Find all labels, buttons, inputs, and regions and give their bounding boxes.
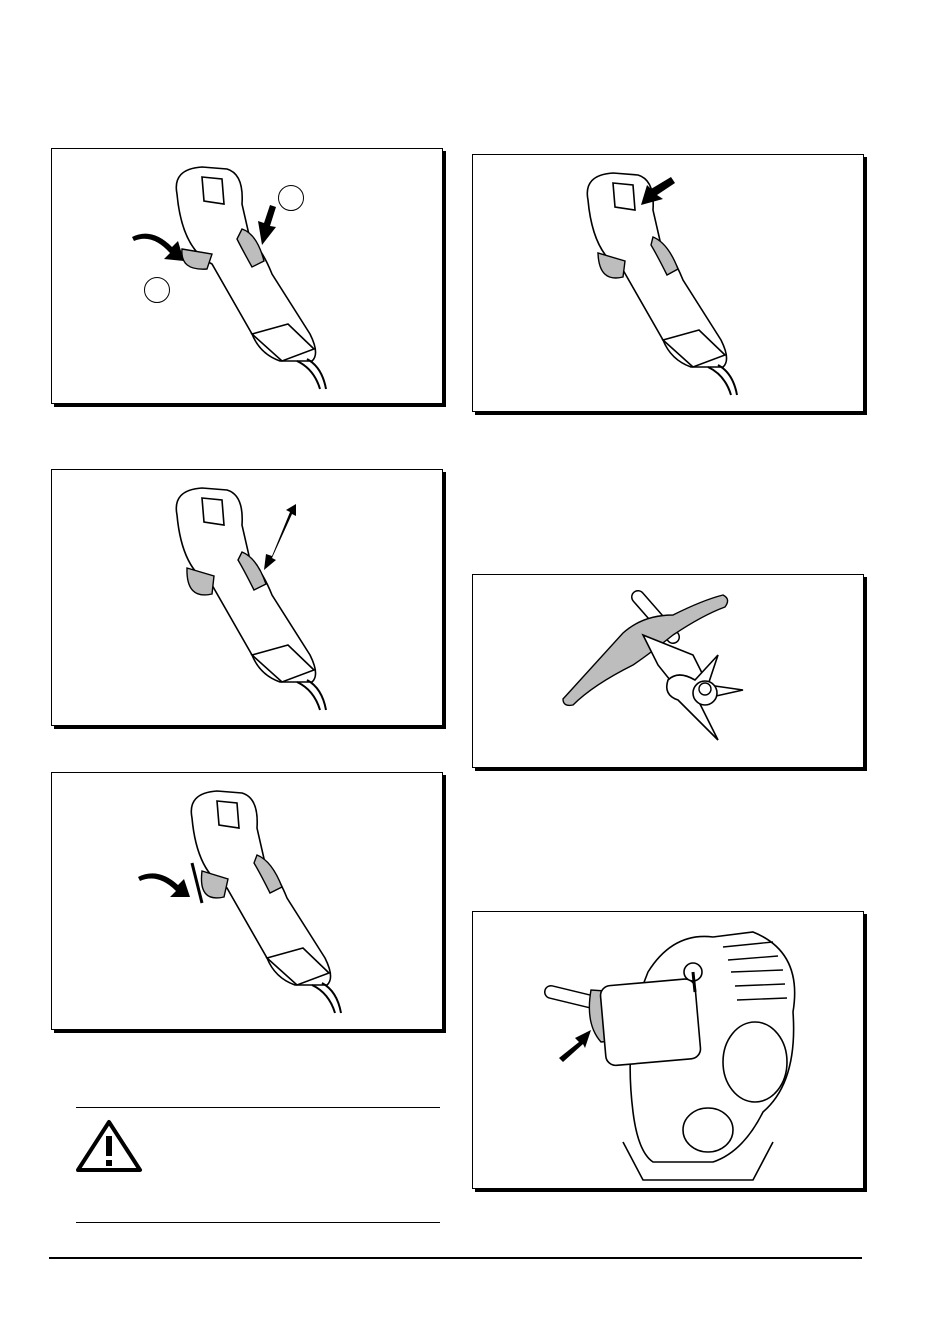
double-arrow-icon	[264, 504, 296, 570]
handle-illustration	[473, 155, 863, 411]
figure-handle-trigger-move	[51, 469, 443, 726]
hand-arrow-icon	[132, 234, 184, 261]
engine-illustration	[473, 912, 863, 1188]
handle-illustration	[52, 149, 442, 403]
hand-arrow-icon	[138, 873, 190, 897]
figure-blade-harness	[472, 574, 864, 768]
press-arrow-icon	[559, 1030, 591, 1062]
figure-handle-thumb-switch	[472, 154, 864, 412]
warning-top-rule	[76, 1107, 440, 1108]
press-arrow-icon	[258, 205, 276, 245]
handle-illustration	[52, 773, 442, 1029]
warning-triangle-icon	[74, 1118, 144, 1174]
figure-handle-release	[51, 772, 443, 1030]
blade-illustration	[473, 575, 863, 767]
figure-handle-two-step	[51, 148, 443, 404]
warning-bottom-rule	[76, 1222, 440, 1223]
page-footer-rule	[49, 1257, 862, 1259]
callout-circle-2	[278, 185, 304, 211]
handle-illustration	[52, 470, 442, 725]
callout-circle-1	[144, 277, 170, 303]
figure-engine-clutch	[472, 911, 864, 1189]
